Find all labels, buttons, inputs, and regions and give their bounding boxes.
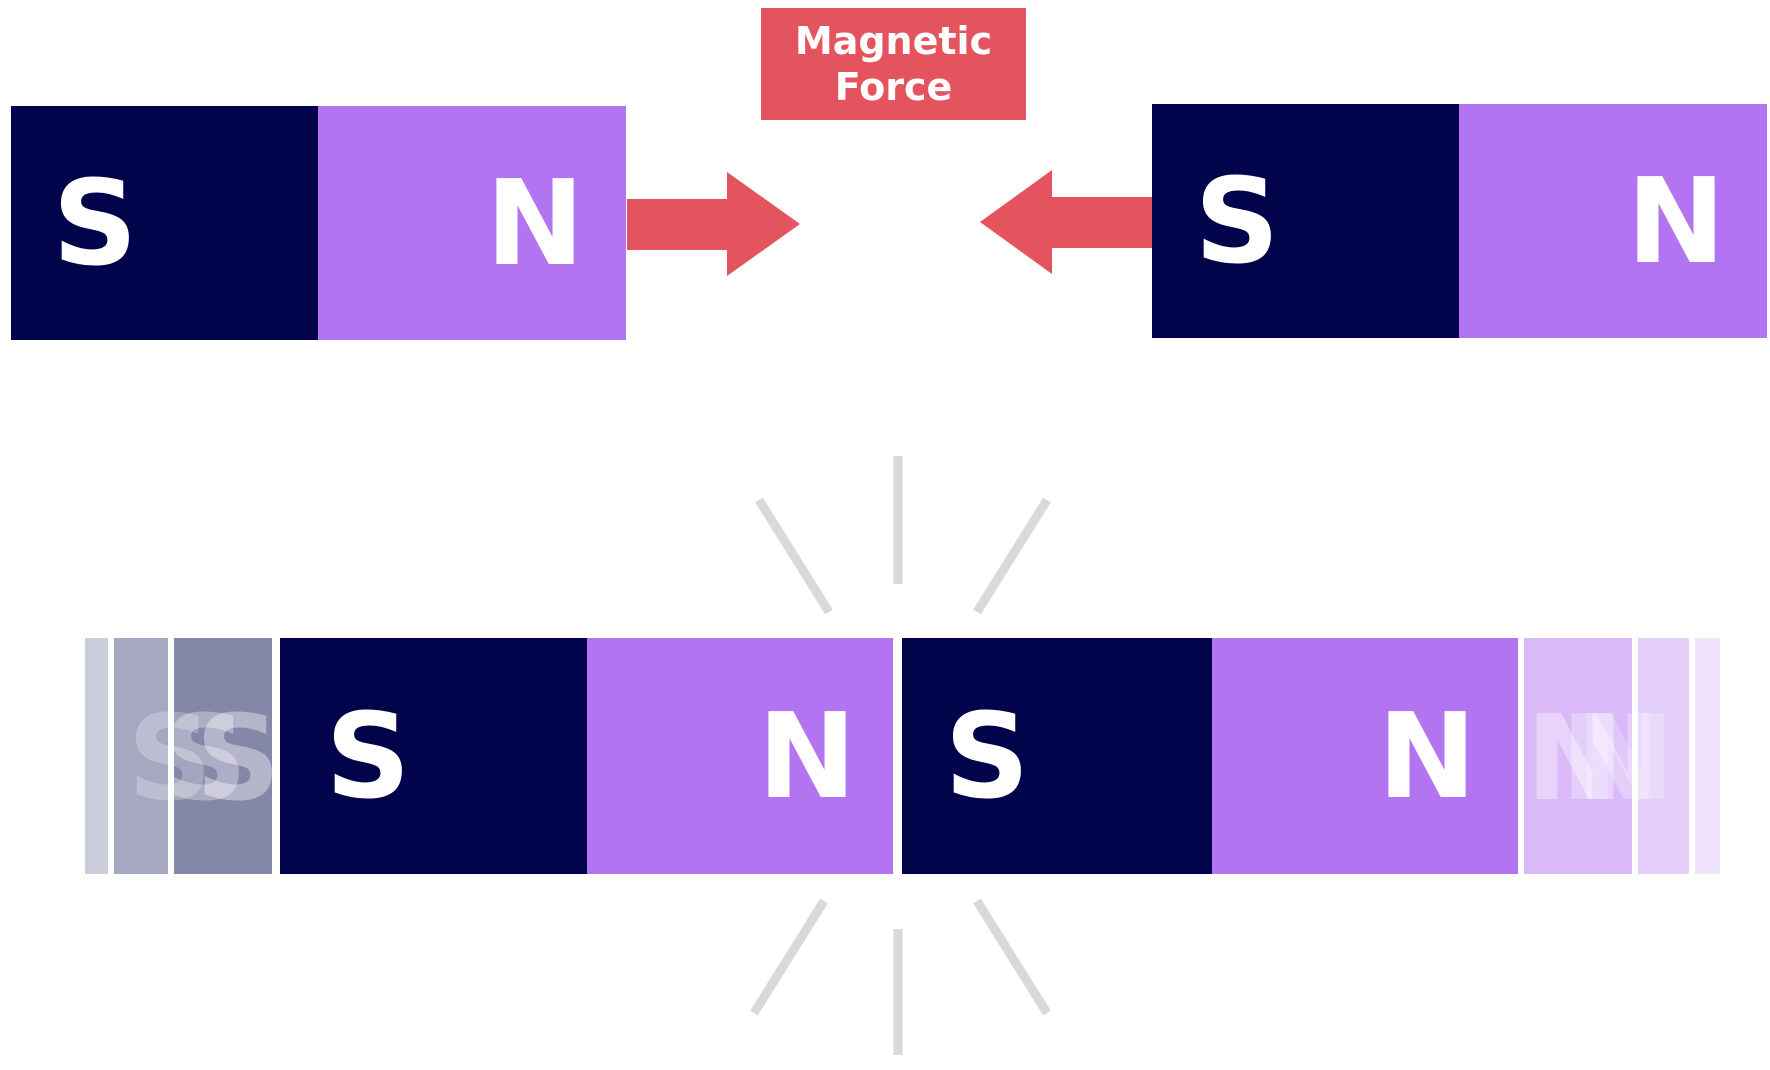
force-arrow-left (980, 170, 1152, 274)
pole-label-s: S (52, 154, 138, 292)
burst-line (755, 497, 833, 615)
magnet-right-north (1459, 104, 1767, 338)
ghost-pole-label-n: N (1560, 689, 1660, 827)
ghost-north-2 (1638, 638, 1689, 874)
ghost-south-1 (85, 638, 108, 874)
magnet-bottom-b-north (1212, 638, 1518, 874)
ghost-pole-label-n: N (1525, 689, 1625, 827)
pole-label-n: N (1377, 687, 1477, 825)
ghost-pole-label-n: N (1575, 689, 1675, 827)
pole-label-s: S (325, 687, 411, 825)
magnet-bottom-b-south (902, 638, 1212, 874)
pole-label-s: S (944, 687, 1030, 825)
ghost-north-1 (1524, 638, 1632, 874)
magnet-bottom-a-south (280, 638, 587, 874)
magnetic-force-text: Magnetic Force (794, 19, 993, 109)
pole-label-s: S (1194, 152, 1280, 290)
burst-line (750, 898, 828, 1016)
ghost-south-3 (174, 638, 272, 874)
magnet-left-north (318, 106, 626, 340)
force-arrow-right (627, 172, 800, 276)
ghost-pole-label-s: S (127, 689, 213, 827)
pole-label-n: N (1626, 152, 1726, 290)
magnet-right-south (1152, 104, 1459, 338)
magnet-bottom-a-north (587, 638, 893, 874)
ghost-pole-label-s: S (162, 689, 248, 827)
ghost-pole-label-s: S (195, 689, 281, 827)
pole-label-n: N (757, 687, 857, 825)
ghost-north-3 (1695, 638, 1720, 874)
burst-line (973, 497, 1051, 615)
magnet-left-south (11, 106, 318, 340)
magnetic-force-label: Magnetic Force (761, 8, 1026, 120)
ghost-south-2 (114, 638, 168, 874)
burst-line (973, 898, 1051, 1016)
pole-label-n: N (485, 154, 585, 292)
